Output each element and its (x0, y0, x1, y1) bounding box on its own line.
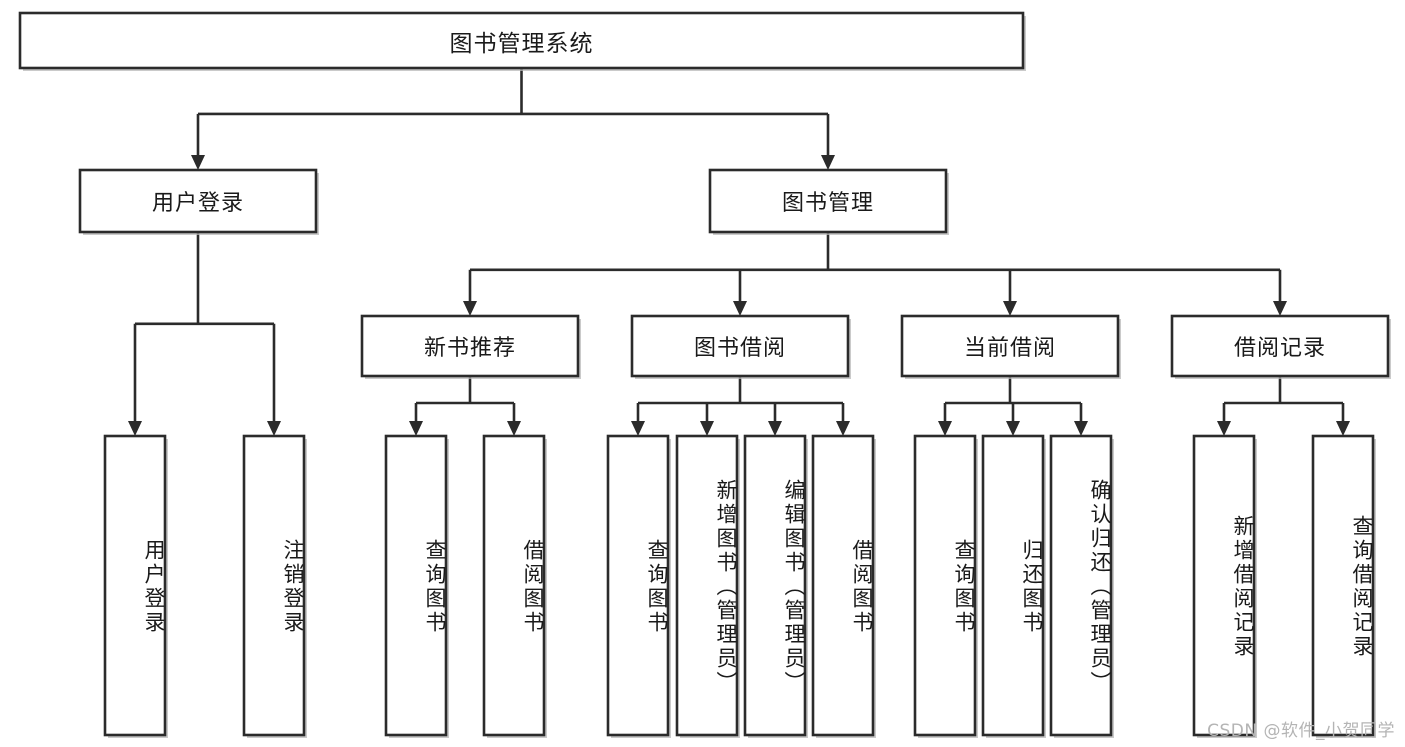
arrow-head (1273, 301, 1287, 316)
node-leaf-query-book-current (913, 434, 978, 738)
node-borrow-record (1170, 314, 1391, 379)
arrow-head (631, 421, 645, 436)
node-rect (630, 314, 850, 378)
node-new-book-recommend (360, 314, 581, 379)
edge-group-new-book-recommend (409, 376, 521, 436)
arrow-head (463, 301, 477, 316)
node-layer (18, 11, 1391, 738)
arrow-head (267, 421, 281, 436)
arrow-head (409, 421, 423, 436)
node-rect (242, 434, 306, 737)
edge-group-current-borrow (938, 376, 1088, 436)
arrow-head (128, 421, 142, 436)
node-rect (78, 168, 318, 234)
arrow-head (1074, 421, 1088, 436)
node-leaf-add-book-admin (675, 434, 740, 738)
node-leaf-query-book-rec (384, 434, 449, 738)
node-leaf-borrow-book (811, 434, 876, 738)
edge-layer (128, 68, 1350, 436)
node-root (18, 11, 1026, 71)
edge-group-user-login (128, 232, 281, 436)
node-rect (708, 168, 948, 234)
node-leaf-query-book-borrow (606, 434, 671, 738)
node-leaf-confirm-return-admin (1049, 434, 1114, 738)
arrow-head (821, 155, 835, 170)
arrow-head (1336, 421, 1350, 436)
edge-group-borrow-record (1217, 376, 1350, 436)
node-leaf-return-book (981, 434, 1046, 738)
node-rect (1192, 434, 1256, 737)
arrow-head (836, 421, 850, 436)
node-current-borrow (900, 314, 1121, 379)
node-rect (1049, 434, 1113, 737)
arrow-head (507, 421, 521, 436)
edge-group-book-manage (463, 232, 1287, 316)
node-leaf-borrow-book-rec (482, 434, 547, 738)
arrow-head (768, 421, 782, 436)
node-rect (103, 434, 167, 737)
node-book-borrow (630, 314, 851, 379)
node-leaf-query-borrow-record (1311, 434, 1376, 738)
node-rect (981, 434, 1045, 737)
node-rect (675, 434, 739, 737)
node-user-login (78, 168, 319, 235)
node-rect (1170, 314, 1390, 378)
node-leaf-edit-book-admin (743, 434, 808, 738)
node-leaf-add-borrow-record (1192, 434, 1257, 738)
arrow-head (733, 301, 747, 316)
node-book-manage (708, 168, 949, 235)
node-rect (900, 314, 1120, 378)
arrow-head (1217, 421, 1231, 436)
arrow-head (938, 421, 952, 436)
node-rect (18, 11, 1025, 70)
arrow-head (1003, 301, 1017, 316)
node-rect (482, 434, 546, 737)
node-rect (913, 434, 977, 737)
node-rect (606, 434, 670, 737)
node-rect (811, 434, 875, 737)
arrow-head (1006, 421, 1020, 436)
edge-group-root (191, 68, 835, 170)
node-leaf-logout-login (242, 434, 307, 738)
arrow-head (191, 155, 205, 170)
edge-group-book-borrow (631, 376, 850, 436)
node-leaf-user-login (103, 434, 168, 738)
node-rect (360, 314, 580, 378)
node-rect (384, 434, 448, 737)
arrow-head (700, 421, 714, 436)
node-rect (1311, 434, 1375, 737)
node-rect (743, 434, 807, 737)
